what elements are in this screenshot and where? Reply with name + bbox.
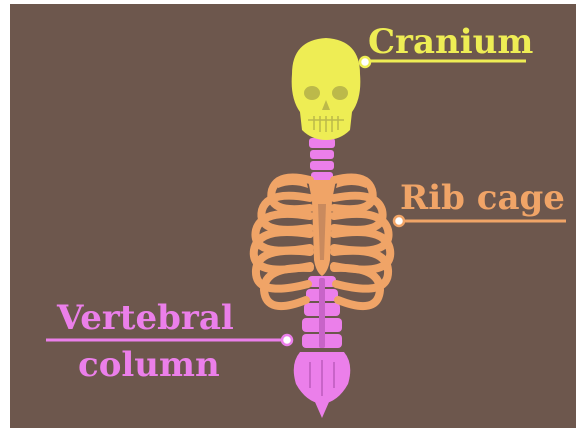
skeleton-diagram: Cranium Rib cage Vertebral column — [10, 4, 576, 428]
vertebral-pointer — [282, 335, 292, 345]
neck-vertebra — [311, 172, 333, 181]
neck-vertebra — [310, 161, 334, 170]
lumbar-spine-process — [319, 278, 325, 348]
cranium-label: Cranium — [368, 25, 533, 59]
vertebral-column-label-line2: column — [78, 348, 220, 382]
teeth — [308, 116, 344, 132]
neck-vertebra — [310, 150, 334, 159]
rib-cage-label: Rib cage — [400, 181, 565, 215]
eye-socket-left — [304, 86, 320, 100]
eye-socket-right — [332, 86, 348, 100]
vertebral-column-label-line1: Vertebral — [57, 301, 234, 335]
skull-icon — [292, 38, 361, 140]
